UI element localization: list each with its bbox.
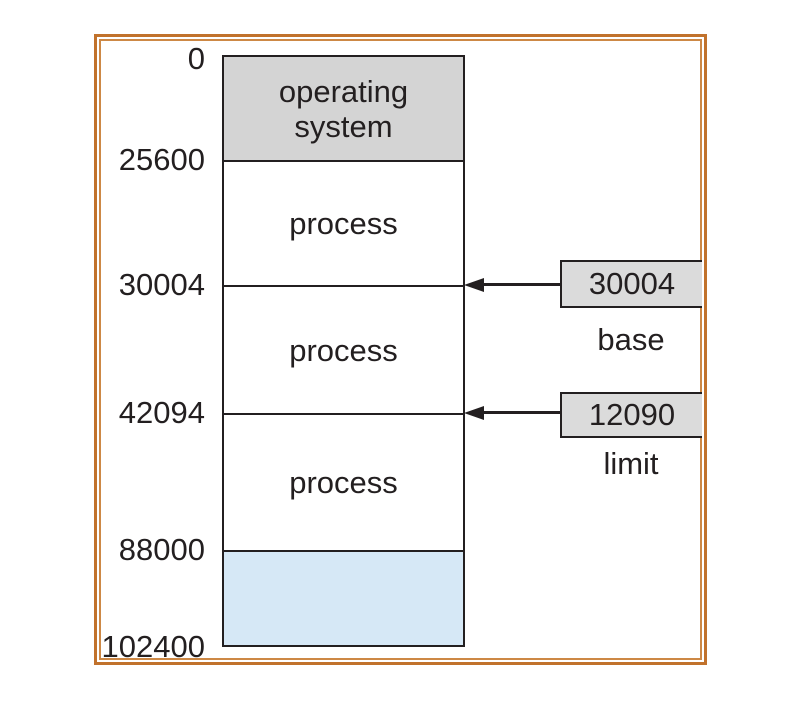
memory-section-process-2: process	[224, 285, 463, 413]
memory-section-os: operating system	[224, 57, 463, 160]
address-label-25600: 25600	[118, 142, 205, 177]
memory-section-process-3: process	[224, 413, 463, 550]
process-label: process	[289, 465, 398, 500]
address-label-102400: 102400	[101, 629, 205, 664]
memory-section-free	[224, 550, 463, 645]
base-register-label: base	[597, 322, 665, 357]
address-label-42094: 42094	[118, 395, 205, 430]
address-label-30004: 30004	[118, 267, 205, 302]
limit-arrow-head	[464, 406, 484, 420]
base-arrow-line	[482, 283, 560, 286]
limit-register-label: limit	[603, 446, 659, 481]
address-label-0: 0	[187, 41, 205, 76]
process-label: process	[289, 206, 398, 241]
memory-column: operating system process process process	[222, 55, 465, 647]
figure-frame-inner	[99, 39, 702, 660]
limit-register-box: 12090	[560, 392, 702, 438]
base-arrow-head	[464, 278, 484, 292]
base-register-box: 30004	[560, 260, 702, 308]
limit-arrow-line	[482, 411, 560, 414]
address-label-88000: 88000	[118, 532, 205, 567]
limit-register-value: 12090	[588, 397, 676, 432]
memory-section-process-1: process	[224, 160, 463, 285]
figure-frame	[94, 34, 707, 665]
base-register-value: 30004	[588, 266, 676, 301]
process-label: process	[289, 332, 398, 368]
os-section-label: operating system	[278, 73, 409, 144]
